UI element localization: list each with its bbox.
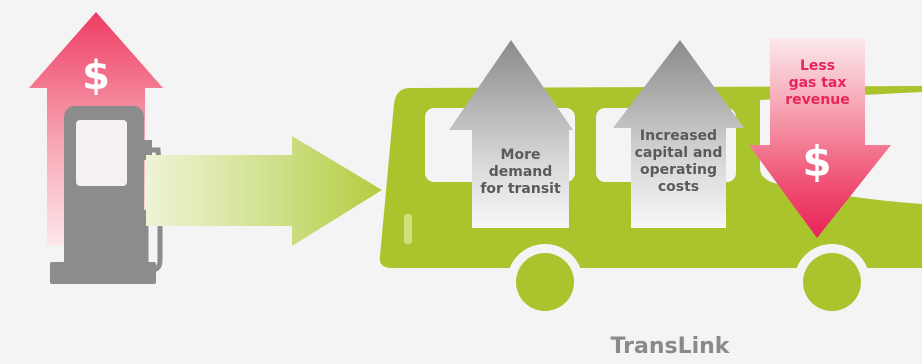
increased-costs-line: Increased xyxy=(639,128,718,144)
more-demand-label: More demand for transit xyxy=(472,147,569,198)
increased-costs-line: capital and xyxy=(634,145,723,161)
demand-up-arrow xyxy=(449,40,573,228)
increased-costs-label: Increased capital and operating costs xyxy=(626,128,731,196)
price-dollar-icon: $ xyxy=(82,53,110,99)
more-demand-line: for transit xyxy=(480,181,561,197)
increased-costs-line: costs xyxy=(657,179,700,195)
less-gas-tax-label: Less gas tax revenue xyxy=(770,58,865,109)
tax-down-arrow xyxy=(749,38,891,238)
less-gas-tax-line: Less xyxy=(799,58,836,74)
more-demand-line: More xyxy=(500,147,541,163)
translink-caption: TransLink xyxy=(610,334,730,359)
bus-wheel xyxy=(516,253,574,311)
tax-dollar-icon: $ xyxy=(802,137,832,186)
gas-pump-icon xyxy=(50,106,163,284)
more-demand-line: demand xyxy=(488,164,553,180)
flow-arrow xyxy=(146,136,382,246)
increased-costs-line: operating xyxy=(640,162,717,178)
costs-up-arrow xyxy=(613,40,744,228)
bus-wheel xyxy=(803,253,861,311)
less-gas-tax-line: revenue xyxy=(785,92,850,108)
less-gas-tax-line: gas tax xyxy=(788,75,847,91)
